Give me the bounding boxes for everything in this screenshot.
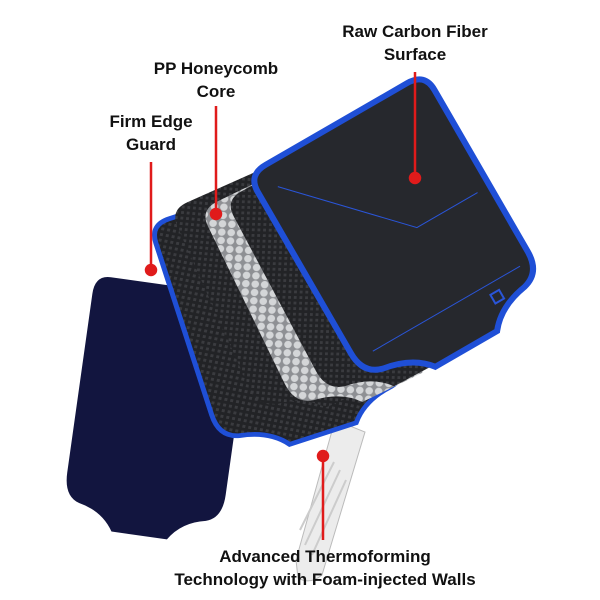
callout-edge-label: Firm Edge Guard [109, 110, 192, 156]
callout-lines [144, 72, 422, 540]
grip-handle [295, 419, 366, 582]
callout-text: Core [196, 82, 236, 101]
callout-surface-label: Raw Carbon Fiber Surface [342, 20, 487, 66]
callout-text: Raw Carbon Fiber [342, 22, 488, 41]
callout-walls-label: Advanced Thermoforming Technology with F… [174, 545, 475, 591]
callout-text: Guard [125, 135, 177, 154]
callout-text: Advanced Thermoforming [219, 547, 431, 566]
callout-text: Technology with Foam-injected Walls [174, 570, 476, 589]
callout-text: Surface [383, 45, 447, 64]
carbon-fiber-surface [248, 73, 555, 400]
callout-text: PP Honeycomb [153, 59, 279, 78]
callout-text: Firm Edge [109, 112, 193, 131]
callout-core-label: PP Honeycomb Core [154, 57, 278, 103]
